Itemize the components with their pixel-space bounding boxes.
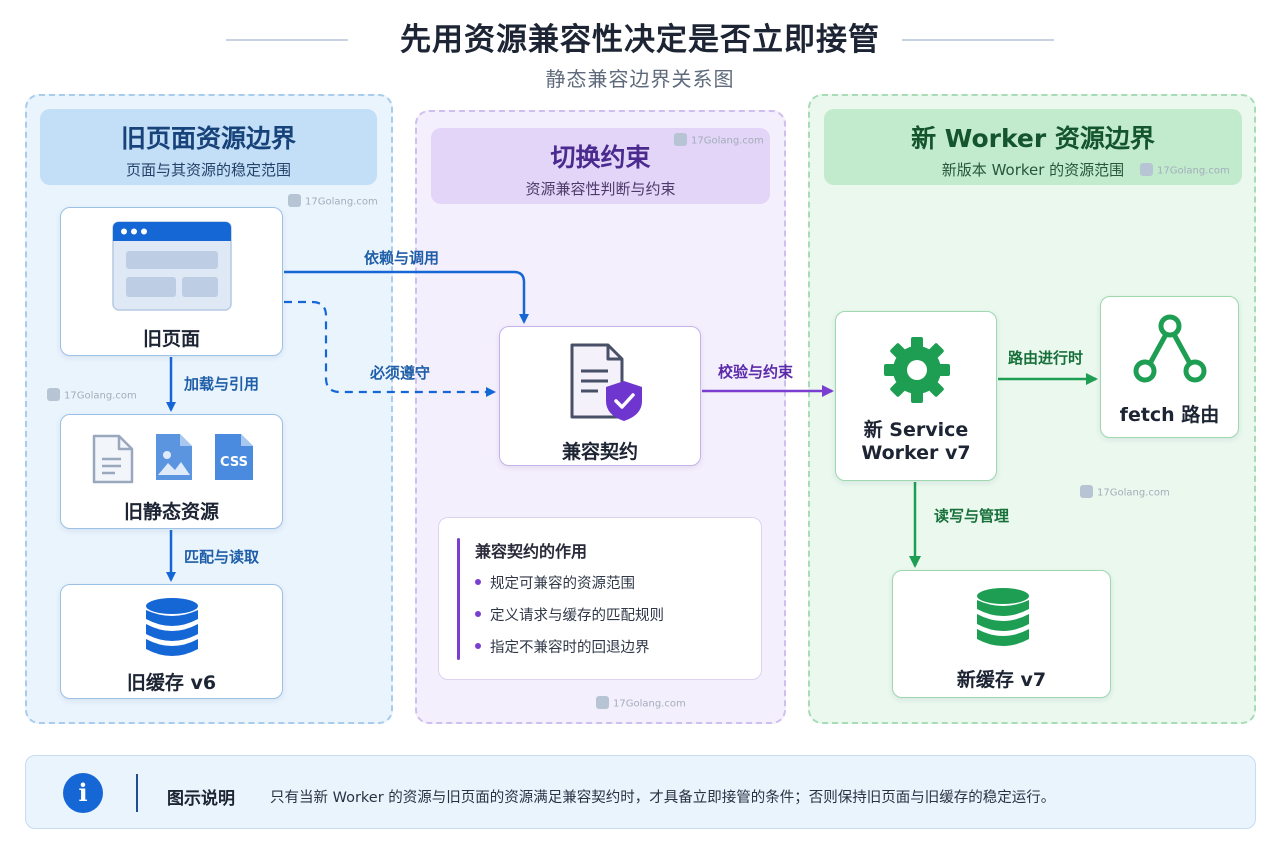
compatibility-contract-label: 兼容契约 bbox=[561, 441, 638, 463]
watermark-logo-icon bbox=[674, 133, 687, 146]
fetch-route-label: fetch 路由 bbox=[1119, 404, 1220, 426]
old-static-resources-label: 旧静态资源 bbox=[123, 501, 219, 523]
switch-constraint-title: 切换约束 bbox=[550, 143, 651, 172]
new-cache-label: 新缓存 v7 bbox=[956, 669, 1047, 691]
info-title: 图示说明 bbox=[167, 789, 235, 809]
compatibility-contract-node[interactable]: 兼容契约 bbox=[499, 326, 701, 466]
new-boundary-title: 新 Worker 资源边界 bbox=[911, 124, 1155, 153]
watermark: 17Golang.com bbox=[674, 133, 764, 147]
old-boundary-header: 旧页面资源边界 页面与其资源的稳定范围 bbox=[40, 109, 377, 185]
info-text: 只有当新 Worker 的资源与旧页面的资源满足兼容契约时，才具备立即接管的条件… bbox=[270, 790, 1056, 806]
contract-document-shield-icon bbox=[570, 343, 642, 421]
document-file-icon bbox=[92, 434, 134, 484]
role-card-title: 兼容契约的作用 bbox=[475, 542, 588, 561]
label-must-follow: 必须遵守 bbox=[370, 364, 431, 382]
label-route-runtime: 路由进行时 bbox=[1008, 349, 1084, 367]
old-boundary-title: 旧页面资源边界 bbox=[120, 124, 296, 153]
edge-depend-call bbox=[284, 270, 529, 324]
watermark: 17Golang.com bbox=[1140, 163, 1230, 177]
watermark-logo-icon bbox=[1080, 485, 1093, 498]
bullet-dot bbox=[475, 579, 481, 585]
css-badge-text: CSS bbox=[220, 455, 248, 470]
switch-constraint-header: 切换约束 资源兼容性判断与约束 bbox=[431, 128, 770, 204]
role-card-item: 规定可兼容的资源范围 bbox=[475, 572, 635, 593]
old-cache-label: 旧缓存 v6 bbox=[126, 672, 217, 694]
label-depend-call: 依赖与调用 bbox=[364, 249, 440, 267]
page-title: 先用资源兼容性决定是否立即接管 bbox=[400, 22, 880, 58]
browser-window-icon bbox=[112, 221, 232, 311]
watermark-logo-icon bbox=[288, 194, 301, 207]
label-verify-constrain: 校验与约束 bbox=[718, 363, 794, 381]
new-service-worker-label-line1: 新 Service bbox=[863, 419, 969, 441]
label-match-read: 匹配与读取 bbox=[184, 548, 260, 566]
title-rule-left bbox=[226, 39, 348, 41]
page-subtitle: 静态兼容边界关系图 bbox=[545, 67, 735, 91]
database-icon bbox=[146, 598, 198, 656]
route-branch-icon bbox=[1133, 314, 1207, 383]
switch-constraint-subtitle: 资源兼容性判断与约束 bbox=[525, 180, 676, 198]
old-page-node[interactable]: 旧页面 bbox=[60, 207, 283, 356]
watermark-logo-icon bbox=[1140, 163, 1153, 176]
old-cache-node[interactable]: 旧缓存 v6 bbox=[60, 584, 283, 699]
fetch-route-node[interactable]: fetch 路由 bbox=[1100, 296, 1239, 438]
contract-role-card: 兼容契约的作用 规定可兼容的资源范围 定义请求与缓存的匹配规则 指定不兼容时的回… bbox=[438, 517, 762, 680]
label-read-write-manage: 读写与管理 bbox=[934, 507, 1010, 525]
role-card-accent-bar bbox=[457, 538, 460, 660]
watermark-logo-icon bbox=[596, 696, 609, 709]
database-icon bbox=[977, 588, 1029, 646]
watermark: 17Golang.com bbox=[47, 388, 137, 402]
css-file-icon bbox=[215, 434, 253, 480]
role-card-item: 定义请求与缓存的匹配规则 bbox=[475, 604, 664, 625]
legend-info-bar bbox=[25, 755, 1256, 829]
old-boundary-subtitle: 页面与其资源的稳定范围 bbox=[125, 161, 291, 179]
new-boundary-header: 新 Worker 资源边界 新版本 Worker 的资源范围 bbox=[824, 109, 1242, 185]
title-rule-right bbox=[902, 39, 1054, 41]
new-service-worker-label-line2: Worker v7 bbox=[861, 442, 971, 464]
new-service-worker-node[interactable]: 新 Service Worker v7 bbox=[835, 311, 997, 481]
bullet-dot bbox=[475, 611, 481, 617]
new-boundary-subtitle: 新版本 Worker 的资源范围 bbox=[941, 161, 1125, 179]
bullet-dot bbox=[475, 643, 481, 649]
watermark-logo-icon bbox=[47, 388, 60, 401]
new-cache-node[interactable]: 新缓存 v7 bbox=[892, 570, 1111, 698]
label-load-ref: 加载与引用 bbox=[184, 375, 260, 393]
gear-icon bbox=[884, 337, 950, 403]
watermark: 17Golang.com bbox=[288, 194, 378, 208]
info-divider bbox=[136, 774, 138, 812]
role-card-item: 指定不兼容时的回退边界 bbox=[475, 636, 650, 657]
watermark: 17Golang.com bbox=[1080, 485, 1170, 499]
info-icon: i bbox=[63, 773, 103, 813]
old-static-resources-node[interactable]: CSS 旧静态资源 bbox=[60, 414, 283, 529]
edge-must-follow bbox=[284, 300, 496, 397]
old-page-label: 旧页面 bbox=[142, 328, 200, 350]
image-file-icon bbox=[156, 434, 192, 480]
watermark: 17Golang.com bbox=[596, 696, 686, 710]
